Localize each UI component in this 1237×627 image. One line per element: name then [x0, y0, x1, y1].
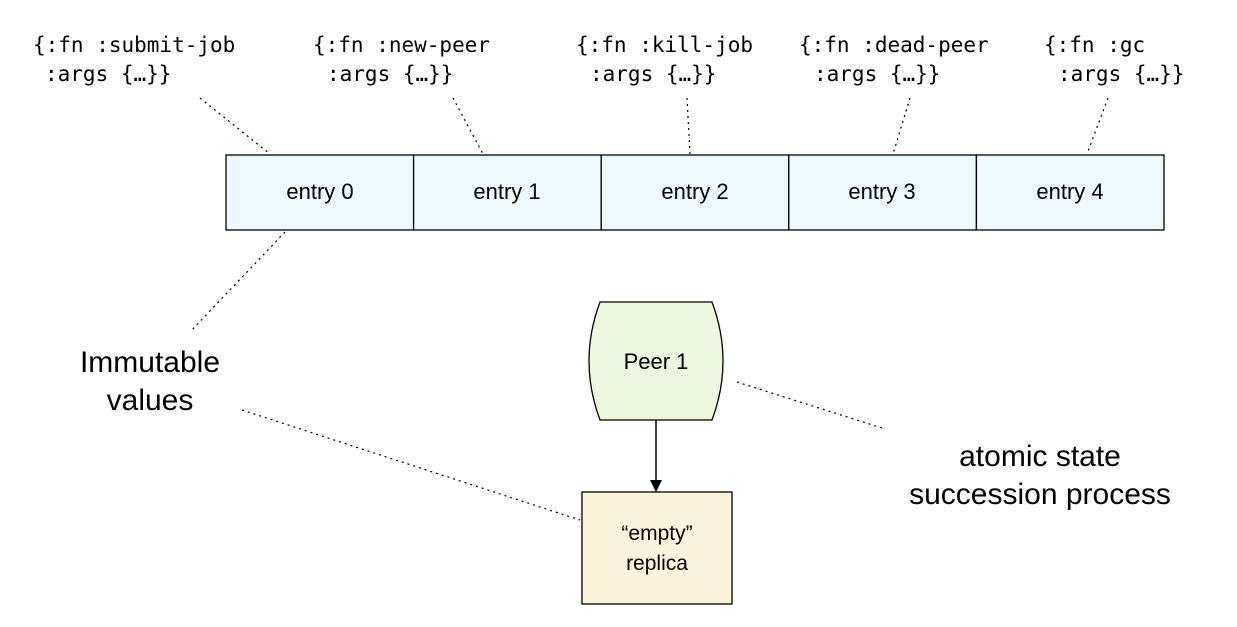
- entry-1-code-leader: [452, 97, 484, 155]
- entry-2-code-leader: [686, 97, 691, 155]
- entry-4-args-text: :args {…}}: [1058, 62, 1184, 86]
- entry-4-box: [975, 154, 1165, 231]
- entry-0-code: {:fn :submit-job :args {…}}: [33, 33, 235, 86]
- entry-2-fn-text: {:fn :kill-job: [576, 33, 753, 57]
- entry-2-code: {:fn :kill-job :args {…}}: [576, 33, 753, 86]
- entry-0-code-leader: [199, 97, 271, 155]
- entry-4-code-leader: [1086, 97, 1109, 155]
- replica-leader: [241, 409, 581, 521]
- entry-1-args-text: :args {…}}: [327, 62, 453, 86]
- entry-0-box: [225, 154, 415, 231]
- atomic-label-line1: atomic state: [959, 440, 1121, 473]
- entry-3-args-text: :args {…}}: [814, 62, 940, 86]
- entry-3-code: {:fn :dead-peer :args {…}}: [799, 33, 989, 86]
- entry-2-box: [600, 154, 790, 231]
- entry-3-code-leader: [892, 97, 911, 155]
- atomic-label-line2: succession process: [909, 478, 1171, 511]
- entry-0-args-text: :args {…}}: [45, 62, 171, 86]
- entry-4-fn-text: {:fn :gc: [1044, 33, 1145, 57]
- peer-process-shape: [588, 301, 724, 421]
- entry-3-fn-text: {:fn :dead-peer: [799, 33, 989, 57]
- entry-1-box: [412, 154, 602, 231]
- entry-3-label: entry 3: [848, 179, 915, 204]
- peer-label: Peer 1: [624, 349, 689, 374]
- log-entries-row: entry 0 entry 1 entry 2 entry 3 entry 4: [225, 154, 1165, 231]
- entry-4-label: entry 4: [1036, 179, 1103, 204]
- entry-1-code: {:fn :new-peer :args {…}}: [313, 33, 490, 86]
- entry-2-args-text: :args {…}}: [590, 62, 716, 86]
- immutable-label-line1: Immutable: [80, 346, 220, 379]
- immutable-leader: [189, 231, 286, 333]
- immutable-label-line2: values: [107, 384, 194, 417]
- entry-1-label: entry 1: [473, 179, 540, 204]
- atomic-leader: [736, 381, 883, 429]
- entry-2-label: entry 2: [661, 179, 728, 204]
- replica-label-line1: “empty”: [621, 522, 692, 545]
- entry-0-fn-text: {:fn :submit-job: [33, 33, 235, 57]
- entry-3-box: [788, 154, 978, 231]
- replica-box: [581, 491, 733, 605]
- replica-label-line2: replica: [626, 552, 688, 575]
- entry-4-code: {:fn :gc :args {…}}: [1044, 33, 1184, 86]
- entry-0-label: entry 0: [286, 179, 353, 204]
- entry-1-fn-text: {:fn :new-peer: [313, 33, 490, 57]
